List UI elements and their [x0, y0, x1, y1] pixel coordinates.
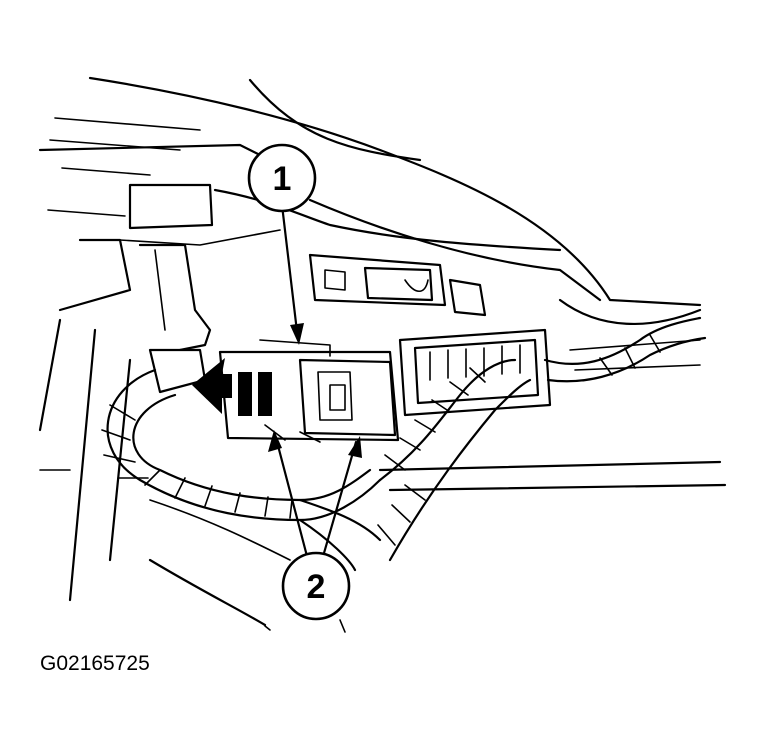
callout-1-label: 1: [273, 160, 292, 198]
callout-1-leaders: [280, 203, 304, 345]
removal-direction-arrow: [192, 358, 272, 416]
harness-tape-wraps: [101, 367, 486, 546]
callout-2-label: 2: [307, 568, 326, 606]
callout-2-leaders: [268, 430, 362, 562]
figure-id: G02165725: [40, 652, 150, 675]
electrical-connector: [148, 339, 400, 443]
wiring-harness: [101, 316, 707, 572]
callout-1: 1: [247, 143, 317, 213]
component-bracket: [308, 253, 487, 317]
callout-2: 2: [281, 551, 351, 621]
